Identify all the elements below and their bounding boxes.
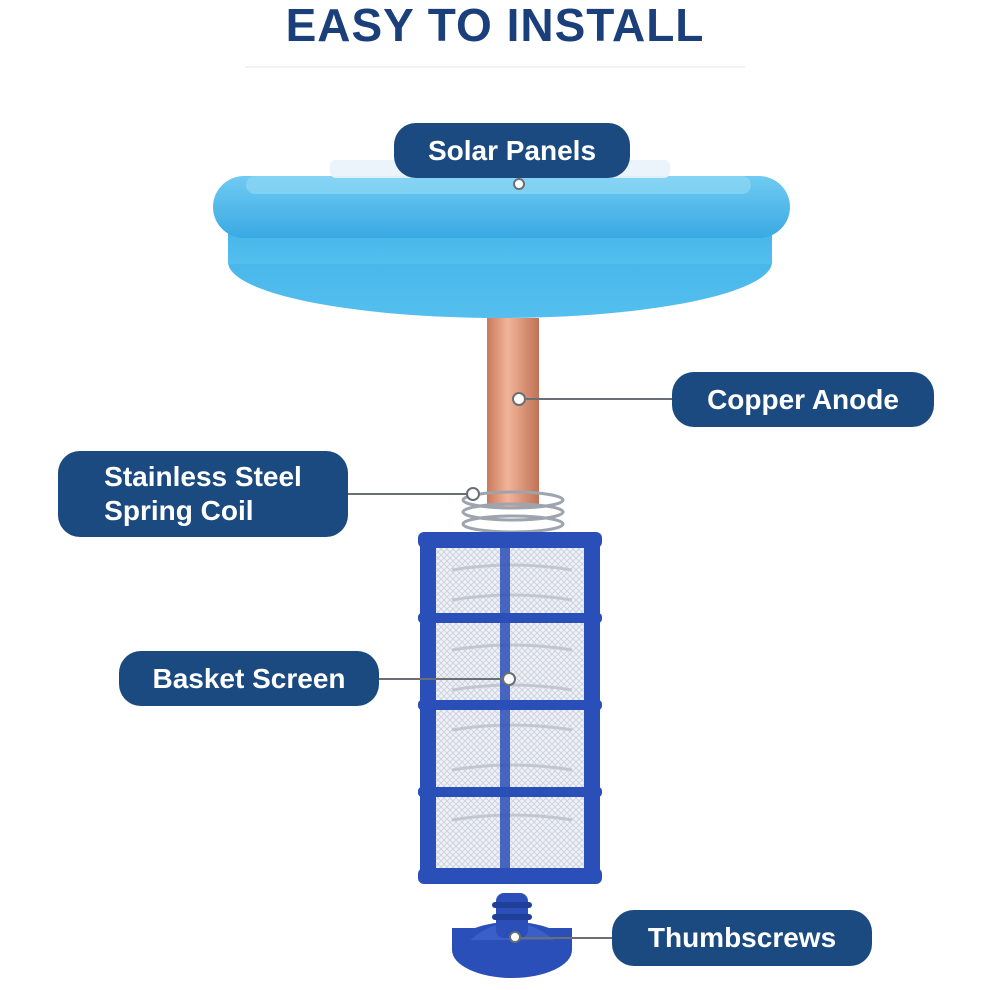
- callout-basket-screen: Basket Screen: [119, 651, 379, 706]
- callout-thumbscrews-label: Thumbscrews: [647, 922, 837, 953]
- callout-solar-panels-label: Solar Panels: [427, 134, 597, 166]
- title-divider: [245, 66, 745, 68]
- basket-screen: [418, 532, 602, 884]
- callout-thumbscrews: Thumbscrews: [612, 910, 872, 966]
- leader-dots: [466, 178, 526, 943]
- copper-anode-rod: [487, 318, 539, 508]
- callout-solar-panels: Solar Panels: [394, 123, 630, 178]
- solar-float: [213, 160, 790, 318]
- leader-lines: [348, 178, 672, 939]
- page-title: EASY TO INSTALL: [285, 0, 705, 51]
- callout-copper-anode: Copper Anode: [672, 372, 934, 427]
- callout-copper-anode-label: Copper Anode: [707, 383, 899, 415]
- callout-basket-screen-label: Basket Screen: [152, 662, 346, 694]
- callout-spring-coil: Stainless Steel Spring Coil: [58, 451, 348, 537]
- callout-spring-coil-label: Stainless Steel Spring Coil: [104, 461, 302, 526]
